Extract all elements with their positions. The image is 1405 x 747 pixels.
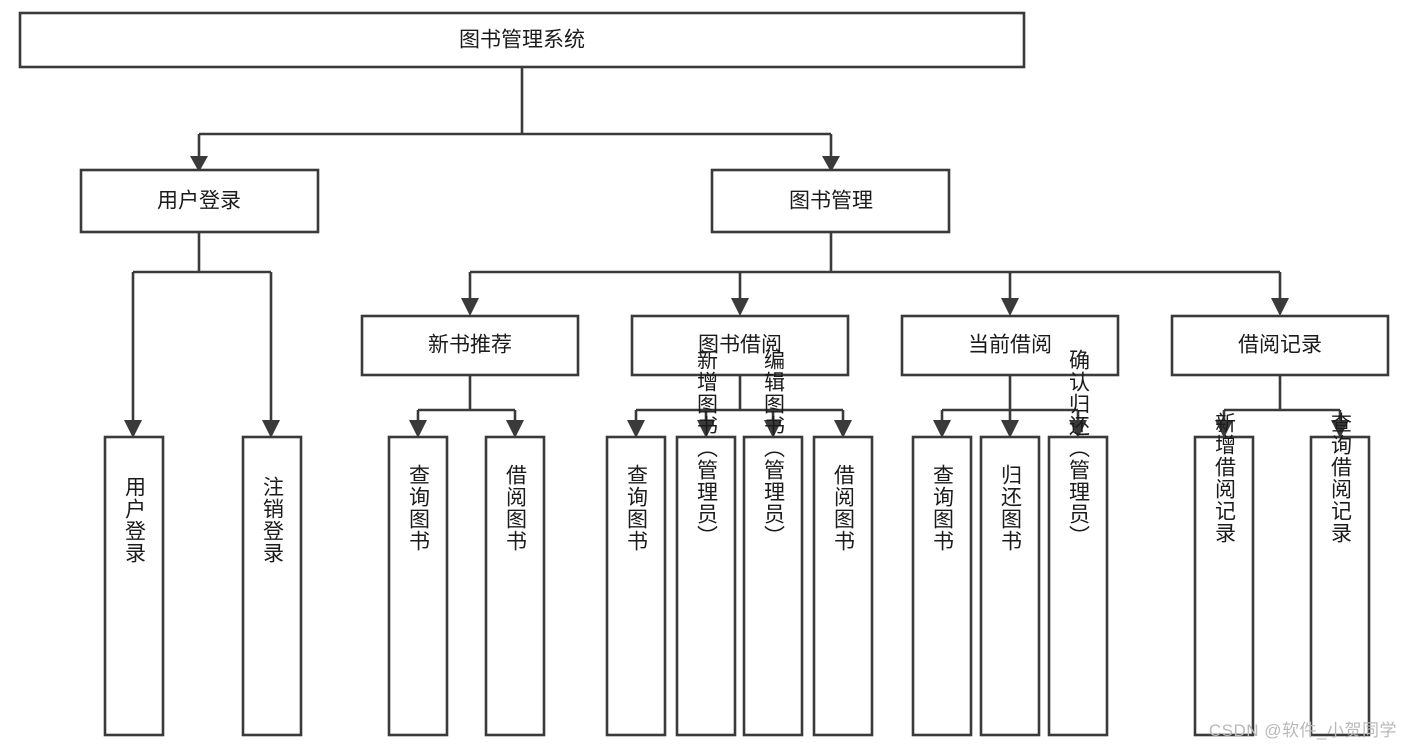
node-leaf-borrow-book-1[interactable]: 借阅图书 xyxy=(484,435,546,737)
node-current-borrow-label: 当前借阅 xyxy=(968,334,1052,357)
connector-layer xyxy=(124,67,1349,438)
node-leaf-borrow-book-2[interactable]: 借阅图书 xyxy=(812,435,874,737)
node-leaf-query-book-3-box[interactable] xyxy=(911,435,973,737)
node-book-borrow[interactable]: 图书借阅 xyxy=(630,314,850,377)
arrowhead-borrow-record xyxy=(1271,298,1289,316)
arrowhead-new-book-rec xyxy=(461,298,479,316)
node-current-borrow-box[interactable] xyxy=(900,314,1120,377)
arrowhead-leaf-return-book xyxy=(1001,420,1019,438)
csdn-watermark: CSDN @软件_小贺同学 xyxy=(1208,721,1397,740)
node-leaf-query-book-3-label: 查询图书 xyxy=(931,464,955,552)
arrowhead-leaf-user-login xyxy=(124,420,142,438)
arrowhead-book-borrow xyxy=(731,298,749,316)
arrowhead-leaf-add-record xyxy=(1215,420,1233,438)
node-leaf-add-record[interactable]: 新增借阅记录 xyxy=(1193,412,1255,737)
arrowhead-current-borrow xyxy=(1001,298,1019,316)
connector-current-borrow-bus xyxy=(940,375,1080,424)
node-root-box[interactable] xyxy=(18,11,1026,69)
arrowhead-leaf-add-book xyxy=(697,420,715,438)
node-leaf-query-book-1-label: 查询图书 xyxy=(407,464,431,552)
node-leaf-edit-book[interactable]: 编辑图书（管理员） xyxy=(742,349,804,737)
node-user-login-box[interactable] xyxy=(79,168,320,234)
node-book-manage-box[interactable] xyxy=(710,168,951,234)
node-leaf-query-book-1[interactable]: 查询图书 xyxy=(387,435,449,737)
node-book-borrow-label: 图书借阅 xyxy=(698,334,782,357)
node-leaf-confirm-return-label: 确认归还（管理员） xyxy=(1067,349,1091,547)
node-borrow-record[interactable]: 借阅记录 xyxy=(1170,314,1390,377)
node-user-login[interactable]: 用户登录 xyxy=(79,168,320,234)
arrowhead-leaf-query-book-1 xyxy=(409,420,427,438)
node-leaf-add-book-box[interactable] xyxy=(675,435,737,737)
node-leaf-edit-book-label: 编辑图书（管理员） xyxy=(762,349,786,547)
node-book-manage[interactable]: 图书管理 xyxy=(710,168,951,234)
node-leaf-confirm-return[interactable]: 确认归还（管理员） xyxy=(1047,349,1109,737)
arrowhead-leaf-query-record xyxy=(1331,420,1349,438)
arrowhead-leaf-borrow-book-2 xyxy=(834,420,852,438)
node-leaf-confirm-return-box[interactable] xyxy=(1047,435,1109,737)
node-leaf-add-record-box[interactable] xyxy=(1193,435,1255,737)
node-new-book-rec[interactable]: 新书推荐 xyxy=(360,314,580,377)
node-leaf-edit-book-box[interactable] xyxy=(742,435,804,737)
node-user-login-label: 用户登录 xyxy=(157,190,241,213)
connector-new-book-rec-bus xyxy=(416,375,517,424)
node-leaf-user-login-label: 用户登录 xyxy=(123,476,147,564)
node-leaf-borrow-book-2-box[interactable] xyxy=(812,435,874,737)
node-leaf-query-book-3[interactable]: 查询图书 xyxy=(911,435,973,737)
node-leaf-logout-label: 注销登录 xyxy=(261,476,285,564)
arrowhead-book-manage xyxy=(822,156,840,172)
connector-root-bus xyxy=(197,67,831,158)
node-borrow-record-label: 借阅记录 xyxy=(1238,334,1322,357)
arrowhead-leaf-query-book-2 xyxy=(627,420,645,438)
node-leaf-add-book-label: 新增图书（管理员） xyxy=(695,349,719,547)
arrowhead-leaf-borrow-book-1 xyxy=(506,420,524,438)
node-leaf-borrow-book-2-label: 借阅图书 xyxy=(832,464,856,552)
node-leaf-user-login-box[interactable] xyxy=(103,435,165,737)
node-leaf-logout-box[interactable] xyxy=(241,435,303,737)
connector-user-login-bus xyxy=(131,232,273,424)
arrowhead-leaf-confirm-return xyxy=(1069,420,1087,438)
node-leaf-query-book-1-box[interactable] xyxy=(387,435,449,737)
node-leaf-query-book-2-box[interactable] xyxy=(605,435,667,737)
arrowhead-user-login xyxy=(190,156,208,172)
connector-book-manage-bus xyxy=(468,232,1282,302)
node-borrow-record-box[interactable] xyxy=(1170,314,1390,377)
node-root[interactable]: 图书管理系统 xyxy=(18,11,1026,69)
arrowhead-leaf-logout xyxy=(262,420,280,438)
node-new-book-rec-box[interactable] xyxy=(360,314,580,377)
node-current-borrow[interactable]: 当前借阅 xyxy=(900,314,1120,377)
node-root-label: 图书管理系统 xyxy=(459,29,585,52)
node-leaf-add-book[interactable]: 新增图书（管理员） xyxy=(675,349,737,737)
node-leaf-return-book-label: 归还图书 xyxy=(999,464,1023,552)
node-leaf-query-record[interactable]: 查询借阅记录 xyxy=(1309,412,1371,737)
node-book-manage-label: 图书管理 xyxy=(789,190,873,213)
node-book-borrow-box[interactable] xyxy=(630,314,850,377)
node-leaf-query-book-2-label: 查询图书 xyxy=(625,464,649,552)
arrowhead-leaf-edit-book xyxy=(764,420,782,438)
node-leaf-query-record-label: 查询借阅记录 xyxy=(1329,412,1353,544)
node-leaf-return-book[interactable]: 归还图书 xyxy=(979,435,1041,737)
node-leaf-borrow-book-1-box[interactable] xyxy=(484,435,546,737)
connector-book-borrow-bus xyxy=(634,375,845,424)
node-leaf-add-record-label: 新增借阅记录 xyxy=(1213,412,1237,544)
connector-borrow-record-bus xyxy=(1222,375,1342,424)
node-leaf-logout[interactable]: 注销登录 xyxy=(241,435,303,737)
arrowhead-leaf-query-book-3 xyxy=(933,420,951,438)
node-leaf-borrow-book-1-label: 借阅图书 xyxy=(504,464,528,552)
node-leaf-query-book-2[interactable]: 查询图书 xyxy=(605,435,667,737)
node-leaf-query-record-box[interactable] xyxy=(1309,435,1371,737)
node-leaf-return-book-box[interactable] xyxy=(979,435,1041,737)
node-new-book-rec-label: 新书推荐 xyxy=(428,334,512,357)
node-leaf-user-login[interactable]: 用户登录 xyxy=(103,435,165,737)
